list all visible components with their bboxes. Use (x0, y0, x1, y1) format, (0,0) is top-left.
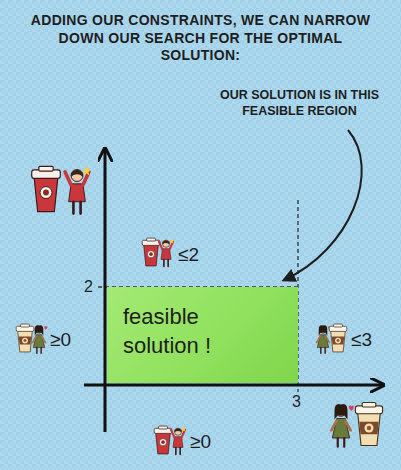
constraint-label: ≤2 (178, 243, 199, 267)
page-title: ADDING OUR CONSTRAINTS, WE CAN NARROW DO… (22, 12, 379, 65)
axis-value: 2 (84, 277, 93, 297)
constraint-label: ≤3 (351, 328, 372, 352)
constraint-label: ≥0 (190, 430, 211, 454)
cream-cup-icon (16, 324, 47, 353)
region-label: feasible solution ! (123, 303, 253, 360)
red-cup-icon (142, 238, 174, 267)
axis-value: 3 (292, 392, 301, 412)
callout-note: OUR SOLUTION IS IN THIS FEASIBLE REGION (207, 88, 392, 119)
constraint-label: ≥0 (50, 328, 71, 352)
red-cup-icon (154, 426, 186, 455)
x-axis (84, 384, 382, 387)
cream-cup-icon (331, 402, 382, 446)
red-cup-icon (32, 166, 92, 214)
cream-cup-icon (317, 324, 347, 353)
callout-arrow (284, 130, 362, 280)
feasible-region: feasible solution ! (107, 287, 298, 383)
